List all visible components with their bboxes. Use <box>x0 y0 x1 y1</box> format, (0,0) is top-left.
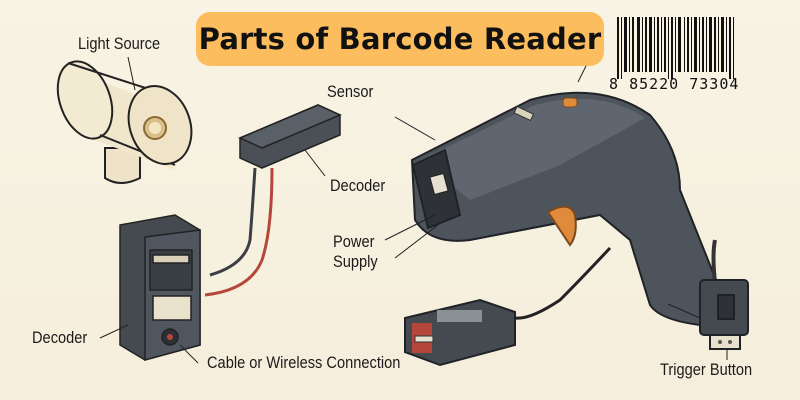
connector-icon <box>404 298 516 367</box>
coiled-cable <box>711 239 717 283</box>
title-banner: Parts of Barcode Reader <box>196 12 604 66</box>
barcode-number: 8 85220 73304 <box>609 75 739 93</box>
barcode-digits: 85220 73304 <box>629 75 740 93</box>
scanner-cable <box>514 246 612 320</box>
label-light-source: Light Source <box>78 34 161 53</box>
scanner-gun-icon <box>384 57 722 327</box>
decoder-box-icon <box>99 214 201 364</box>
label-power-supply-line1: Power <box>333 232 375 251</box>
cable-black <box>209 167 257 277</box>
page-title: Parts of Barcode Reader <box>198 22 602 56</box>
label-decoder-top: Decoder <box>330 176 386 195</box>
barcode-digit-left: 8 <box>609 75 620 93</box>
label-sensor: Sensor <box>327 82 374 101</box>
light-source-icon <box>56 56 193 184</box>
cable-red <box>204 167 274 297</box>
plug-icon <box>667 279 749 360</box>
label-power-supply-line2: Supply <box>333 252 378 271</box>
decoder-module-top-icon <box>238 104 342 177</box>
label-cable-connection: Cable or Wireless Connection <box>207 353 401 372</box>
label-trigger-button: Trigger Button <box>660 360 753 379</box>
label-decoder-bottom: Decoder <box>32 328 88 347</box>
barcode-icon <box>617 17 734 79</box>
